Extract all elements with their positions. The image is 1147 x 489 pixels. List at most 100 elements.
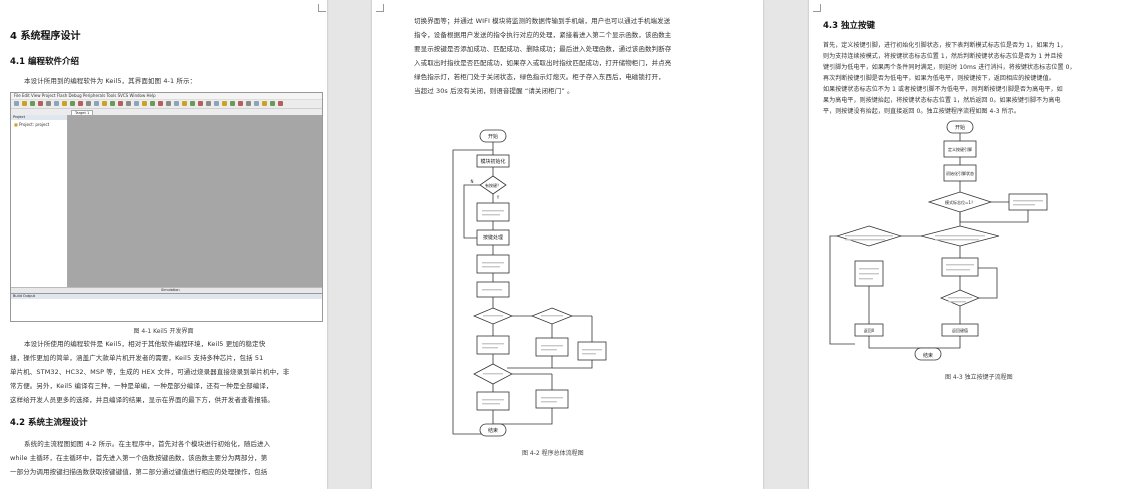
flow-decision-diamond xyxy=(927,191,993,213)
toolbar-icon xyxy=(246,101,251,106)
toolbar-icon xyxy=(46,101,51,106)
toolbar-icon xyxy=(14,101,19,106)
flow-mode-decision-label: 模式标志位=1？ xyxy=(945,199,975,205)
flow-process-box xyxy=(941,323,979,337)
flow-end-label: 结束 xyxy=(923,352,933,359)
toolbar-icon xyxy=(238,101,243,106)
page-corner-mark xyxy=(376,4,384,12)
text-line: 捷，操作更加的简单，涵盖广大款单片机开发者的需要，Keil5 支持多种芯片，包括… xyxy=(10,354,264,362)
text-line: 这样给开发人员更多的选择，并且编译的结果，显示在界面的最下方，供开发者查看报错。 xyxy=(10,396,274,404)
project-item-label: Project: project xyxy=(19,122,50,127)
section-heading-4-2: 4.2 系统主流程设计 xyxy=(10,418,88,428)
figure-4-3-caption: 图 4-3 独立按键子流程图 xyxy=(945,374,1013,381)
flow-end-label: 结束 xyxy=(488,427,498,434)
document-page-1: 4 系统程序设计 4.1 编程软件介绍 本设计所用到的编程软件为 Keil5，其… xyxy=(0,0,327,489)
toolbar-icon xyxy=(174,101,179,106)
text-line: 当超过 30s 后没有关闭，则语音提醒 “请关闭柜门” 。 xyxy=(414,87,574,95)
flow-process-box xyxy=(476,229,510,246)
flow-end-terminal xyxy=(914,347,942,361)
flow-end-terminal xyxy=(479,423,507,437)
toolbar-icon xyxy=(22,101,27,106)
flow-init-label: 初始化引脚状态 xyxy=(946,170,974,176)
toolbar-icon xyxy=(262,101,267,106)
toolbar-icon xyxy=(134,101,139,106)
flow-key-proc-label: 按键处理 xyxy=(483,234,503,241)
toolbar-icon xyxy=(230,101,235,106)
page-corner-mark xyxy=(813,4,821,12)
flow-return-key-label: 返回键值 xyxy=(952,327,968,333)
folder-icon: ■ xyxy=(14,122,18,127)
text-line: 平，则按键没有抬起，则直接返回 0。独立按键程序流程如图 4-3 所示。 xyxy=(823,108,1020,115)
flow-process-box xyxy=(476,154,510,168)
flow-process-box xyxy=(476,254,510,274)
editor-area xyxy=(68,115,322,287)
toolbar-icon xyxy=(270,101,275,106)
toolbar-icon xyxy=(198,101,203,106)
text-line: 果为高电平，则按键抬起，将按键状态标志位置 1，然后返回 0。如果按键引脚不为高… xyxy=(823,97,1061,104)
project-tree-item: ■ Project: project xyxy=(11,120,67,129)
toolbar-icon xyxy=(126,101,131,106)
build-output-pane: Build Output xyxy=(11,293,322,321)
text-line: 一部分为调用按键扫描函数获取按键键值，第二部分通过键值进行相应的处理操作，包括 xyxy=(10,468,268,476)
toolbar-icon xyxy=(182,101,187,106)
figure-4-1-caption: 图 4-1 Keil5 开发界面 xyxy=(133,328,194,335)
flow-process-box xyxy=(941,257,979,277)
build-output-title: Build Output xyxy=(11,294,322,299)
flow-no-label: N xyxy=(471,179,474,184)
flow-process-box xyxy=(854,323,884,337)
ide-bottom-tabs: Simulation xyxy=(11,287,322,293)
text-line: 绿色指示灯，若柜门处于关闭状态，绿色指示灯熄灭。柜子存入东西后，电磁锁打开， xyxy=(414,73,665,81)
paragraph-independent-key: 首先，定义按键引脚，进行初始化引脚状态，按下表判断模式标志位是否为 1，如果为 … xyxy=(823,40,1145,117)
toolbar-icon xyxy=(30,101,35,106)
flow-define-label: 定义按键引脚 xyxy=(948,146,972,152)
paragraph-keil5: 本设计所使用的编程软件是 Keil5，相对于其他软件编程环境，Keil5 更加的… xyxy=(10,337,325,407)
ide-menubar: File Edit View Project Flash Debug Perip… xyxy=(11,93,322,100)
flow-process-box xyxy=(577,341,607,361)
key-flowchart: 开始 定义按键引脚 初始化引脚状态 模式标志位=1？ 返回0 返回键值 结束 xyxy=(829,120,1048,361)
toolbar-icon xyxy=(278,101,283,106)
toolbar-icon xyxy=(102,101,107,106)
flow-process-box xyxy=(476,335,510,355)
intro-line: 本设计所用到的编程软件为 Keil5，其界面如图 4-1 所示： xyxy=(24,77,197,85)
toolbar-icon xyxy=(62,101,67,106)
toolbar-icon xyxy=(158,101,163,106)
text-line: 单片机、STM32、HC32、MSP 等，生成的 HEX 文件，可通过烧录器直接… xyxy=(10,368,290,376)
toolbar-icon xyxy=(78,101,83,106)
keil5-ide-screenshot: File Edit View Project Flash Debug Perip… xyxy=(10,92,323,322)
flow-process-box xyxy=(535,389,569,409)
text-line: 常方便。另外，Keil5 编译有三种，一种是单编，一种是部分编译，还有一种是全部… xyxy=(10,382,273,390)
flow-process-box xyxy=(943,164,977,182)
flow-key-decision-label: 有按键？ xyxy=(485,182,501,188)
text-line: 本设计所使用的编程软件是 Keil5，相对于其他软件编程环境，Keil5 更加的… xyxy=(24,340,266,348)
main-flowchart: 开始 模块初始化 有按键？ 按键处理 结束 N Y xyxy=(452,129,607,437)
toolbar-icon xyxy=(94,101,99,106)
flow-start-terminal xyxy=(946,120,974,134)
section-heading-4-1: 4.1 编程软件介绍 xyxy=(10,57,80,67)
toolbar-icon xyxy=(118,101,123,106)
text-line: 如果按键状态标志位不为 1 或者按键引脚不为低电平，则判断按键引脚是否为高电平，… xyxy=(823,86,1063,93)
ide-toolbar xyxy=(11,100,322,109)
toolbar-icon xyxy=(70,101,75,106)
toolbar-icon xyxy=(254,101,259,106)
document-page-2: 切换界面等；并通过 WIFI 模块将监测的数据传输到手机端，用户也可以通过手机端… xyxy=(372,0,763,489)
text-line: 键引脚为低电平，如果两个条件同时满足，则延时 10ms 进行消抖，将按键状态标志… xyxy=(823,64,1076,71)
chapter-title: 4 系统程序设计 xyxy=(10,31,81,42)
project-pane: Project ■ Project: project xyxy=(11,115,68,287)
document-page-3: 4.3 独立按键 首先，定义按键引脚，进行初始化引脚状态，按下表判断模式标志位是… xyxy=(809,0,1147,489)
text-line: 再次判断按键引脚是否为低电平，如果为低电平，则按键按下，返回相应的按键键值。 xyxy=(823,75,1055,82)
flow-process-box xyxy=(476,202,510,222)
flow-return-zero-label: 返回0 xyxy=(864,327,875,333)
figure-4-2-caption: 图 4-2 程序总体流程图 xyxy=(522,450,584,457)
text-line: while 主循环，在主循环中，首先进入第一个函数按键函数，该函数主要分为两部分… xyxy=(10,454,268,462)
toolbar-icon xyxy=(54,101,59,106)
text-line: 首先，定义按键引脚，进行初始化引脚状态，按下表判断模式标志位是否为 1，如果为 … xyxy=(823,42,1067,49)
text-line: 指令，设备根据用户发送的指令执行对应的处理，紧接着进入第二个显示函数，该函数主 xyxy=(414,31,672,39)
flow-yes-label: Y xyxy=(496,195,500,200)
section-heading-4-3: 4.3 独立按键 xyxy=(823,21,876,31)
flow-process-box xyxy=(476,391,510,411)
toolbar-icon xyxy=(166,101,171,106)
text-line: 切换界面等；并通过 WIFI 模块将监测的数据传输到手机端，用户也可以通过手机端… xyxy=(414,17,671,25)
toolbar-icon xyxy=(38,101,43,106)
toolbar-icon xyxy=(142,101,147,106)
page-corner-mark xyxy=(318,4,326,12)
